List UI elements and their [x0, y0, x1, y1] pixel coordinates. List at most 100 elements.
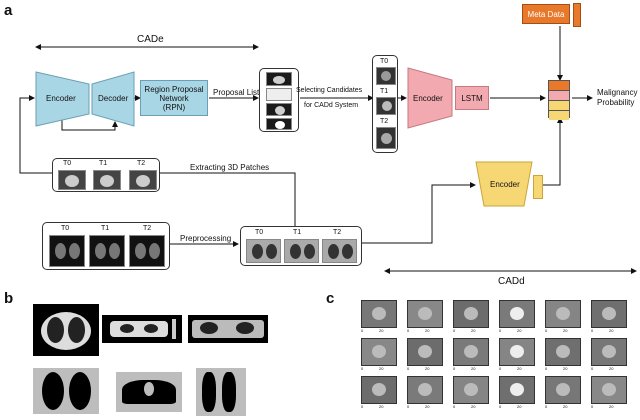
pre-t2: T2	[333, 229, 342, 236]
encoder2-label: Encoder	[413, 94, 443, 103]
tick-label: 20	[609, 366, 614, 371]
tick-label: 20	[379, 366, 384, 371]
encoder3-label: Encoder	[490, 180, 520, 189]
raw-t2: T2	[143, 225, 152, 232]
nodule-patch	[545, 300, 581, 328]
nodule-blob	[418, 383, 432, 396]
tick-label: 20	[609, 328, 614, 333]
nodule-patch	[453, 376, 489, 404]
nodule-patch	[407, 300, 443, 328]
panel-label-a: a	[4, 2, 13, 19]
selecting-line1: Selecting Candidates	[296, 87, 363, 94]
tick-label: 0	[361, 404, 364, 409]
candidate-group: T0 T1 T2	[372, 55, 398, 153]
tick-label: 20	[425, 404, 430, 409]
ct-slice-axial	[33, 304, 99, 356]
patch-t1: T1	[99, 160, 108, 167]
raw-t1: T1	[101, 225, 110, 232]
nodule-patch	[545, 338, 581, 366]
nodule-blob	[372, 383, 386, 396]
preprocessing-label: Preprocessing	[180, 234, 232, 243]
tick-label: 0	[407, 328, 410, 333]
selecting-line2: for CADd System	[304, 102, 359, 109]
cadd-label: CADd	[498, 276, 525, 287]
tick-label: 0	[499, 328, 502, 333]
nodule-patch	[591, 300, 627, 328]
nodule-blob	[418, 307, 432, 320]
tick-label: 0	[499, 366, 502, 371]
nodule-patch	[499, 338, 535, 366]
meta-data-box: Meta Data	[522, 4, 570, 24]
nodule-blob	[372, 345, 386, 358]
lung-mask-sagittal	[196, 368, 246, 416]
malignancy-line2: Probability	[597, 98, 635, 107]
proposal-thumbnails	[259, 68, 299, 132]
nodule-blob	[418, 345, 432, 358]
rpn-box: Region Proposal Network (RPN)	[140, 80, 208, 116]
nodule-patch	[499, 376, 535, 404]
encoder3-vector	[533, 175, 543, 199]
malignancy-line1: Malignancy	[597, 88, 638, 97]
pre-t0: T0	[255, 229, 264, 236]
tick-label: 20	[379, 328, 384, 333]
nodule-patch	[407, 338, 443, 366]
nodule-blob	[556, 345, 570, 358]
nodule-patch-grid: 0 20 0 20 0 20 0 20 0 20 0 20 0 20 0 20 0 20 0 20 0 20 0 20 0 20 0…	[355, 300, 627, 418]
lstm-label: LSTM	[461, 93, 483, 103]
lstm-box: LSTM	[455, 86, 489, 110]
tick-label: 0	[407, 366, 410, 371]
panel-label-c: c	[326, 290, 335, 307]
nodule-patch	[407, 376, 443, 404]
nodule-patch	[361, 338, 397, 366]
nodule-blob	[556, 383, 570, 396]
tick-label: 0	[591, 366, 594, 371]
nodule-blob	[464, 345, 478, 358]
tick-label: 0	[499, 404, 502, 409]
nodule-blob	[602, 345, 616, 358]
raw-ct-group: T0 T1 T2	[42, 222, 170, 270]
tick-label: 20	[471, 404, 476, 409]
tick-label: 20	[517, 328, 522, 333]
tick-label: 0	[545, 366, 548, 371]
tick-label: 0	[545, 328, 548, 333]
tick-label: 0	[407, 404, 410, 409]
tick-label: 0	[453, 366, 456, 371]
extracting-label: Extracting 3D Patches	[190, 163, 270, 172]
nodule-patch	[591, 376, 627, 404]
cand-t1: T1	[380, 88, 389, 95]
tick-label: 20	[471, 366, 476, 371]
nodule-blob	[556, 307, 570, 320]
proposal-list-label: Proposal List	[213, 88, 260, 97]
tick-label: 20	[425, 328, 430, 333]
tick-label: 0	[361, 328, 364, 333]
tick-label: 20	[471, 328, 476, 333]
patch-t2: T2	[137, 160, 146, 167]
meta-data-label: Meta Data	[527, 9, 565, 19]
tick-label: 20	[517, 404, 522, 409]
nodule-blob	[602, 307, 616, 320]
preprocessed-group: T0 T1 T2	[240, 226, 362, 266]
lung-mask-coronal	[116, 372, 182, 412]
nodule-blob	[464, 307, 478, 320]
panel-label-b: b	[4, 290, 14, 307]
tick-label: 0	[453, 328, 456, 333]
raw-t0: T0	[61, 225, 70, 232]
nodule-blob	[510, 345, 524, 358]
nodule-blob	[464, 383, 478, 396]
ct-slice-coronal	[102, 315, 182, 343]
nodule-patch	[499, 300, 535, 328]
nodule-patch	[591, 338, 627, 366]
patch-group: T0 T1 T2	[52, 158, 160, 192]
tick-label: 20	[563, 366, 568, 371]
tick-label: 20	[563, 328, 568, 333]
nodule-blob	[510, 307, 524, 320]
cand-t2: T2	[380, 118, 389, 125]
ct-slice-sagittal	[188, 315, 268, 343]
nodule-blob	[602, 383, 616, 396]
tick-label: 0	[361, 366, 364, 371]
meta-data-vector	[573, 3, 581, 27]
tick-label: 0	[591, 328, 594, 333]
decoder-label: Decoder	[98, 94, 129, 103]
